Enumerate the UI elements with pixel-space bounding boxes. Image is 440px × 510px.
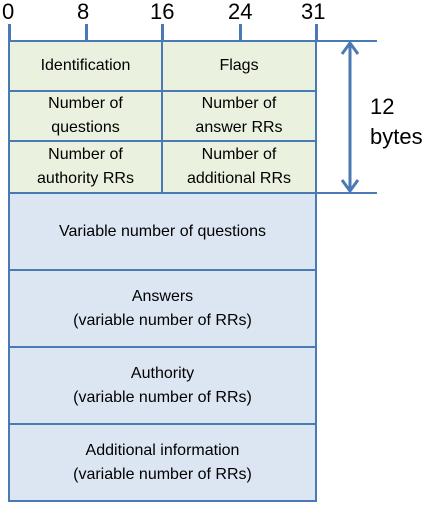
- bit-label-8: 8: [77, 0, 90, 24]
- header-size-arrow: [340, 40, 360, 194]
- header-bottom-extension-line: [315, 192, 377, 194]
- bit-tick-31: [315, 24, 318, 40]
- header-size-arrow-top-head: [340, 40, 360, 55]
- bit-tick-24: [239, 24, 242, 40]
- authority-section-sublabel: (variable number of RRs): [73, 388, 252, 406]
- authority-rrs-count-label-line1: Number of: [48, 146, 123, 163]
- additional-information-section-label: Additional information: [85, 441, 240, 459]
- bit-tick-16: [161, 24, 164, 40]
- flags-label: Flags: [219, 57, 259, 74]
- header-size-label: 12 bytes: [370, 92, 423, 152]
- identification-label: Identification: [40, 57, 131, 74]
- bit-tick-0: [8, 24, 11, 40]
- questions-section: Variable number of questions: [8, 192, 317, 271]
- header-size-number: 12: [370, 94, 395, 119]
- additional-rrs-count-label-line2: additional RRs: [186, 170, 292, 187]
- identification-field: Identification: [8, 40, 163, 92]
- authority-section: Authority (variable number of RRs): [8, 346, 317, 425]
- bit-tick-8: [85, 24, 88, 40]
- bit-label-0: 0: [2, 0, 15, 24]
- answer-rrs-count-label-line1: Number of: [201, 95, 277, 112]
- answer-rrs-count-label-line2: answer RRs: [195, 119, 283, 136]
- authority-section-label: Authority: [130, 364, 195, 382]
- header-size-unit: bytes: [370, 124, 423, 149]
- answers-section: Answers (variable number of RRs): [8, 269, 317, 348]
- additional-information-section-sublabel: (variable number of RRs): [73, 465, 252, 483]
- bit-label-31: 31: [301, 0, 326, 24]
- flags-field: Flags: [161, 40, 317, 92]
- answers-section-sublabel: (variable number of RRs): [73, 311, 252, 329]
- questions-count-field: Number of questions: [8, 90, 163, 142]
- questions-section-label: Variable number of questions: [59, 222, 266, 240]
- answer-rrs-count-field: Number of answer RRs: [161, 90, 317, 142]
- questions-count-label-line1: Number of: [48, 95, 123, 112]
- header-top-extension-line: [315, 40, 377, 42]
- authority-rrs-count-label-line2: authority RRs: [37, 170, 134, 187]
- additional-rrs-count-label-line1: Number of: [201, 146, 277, 163]
- answers-section-label: Answers: [131, 287, 194, 305]
- authority-rrs-count-field: Number of authority RRs: [8, 140, 163, 194]
- questions-count-label-line2: questions: [51, 119, 120, 136]
- additional-rrs-count-field: Number of additional RRs: [161, 140, 317, 194]
- header-size-arrow-bottom-head: [340, 179, 360, 194]
- bit-label-24: 24: [228, 0, 253, 24]
- bit-label-16: 16: [150, 0, 175, 24]
- additional-information-section: Additional information (variable number …: [8, 423, 317, 502]
